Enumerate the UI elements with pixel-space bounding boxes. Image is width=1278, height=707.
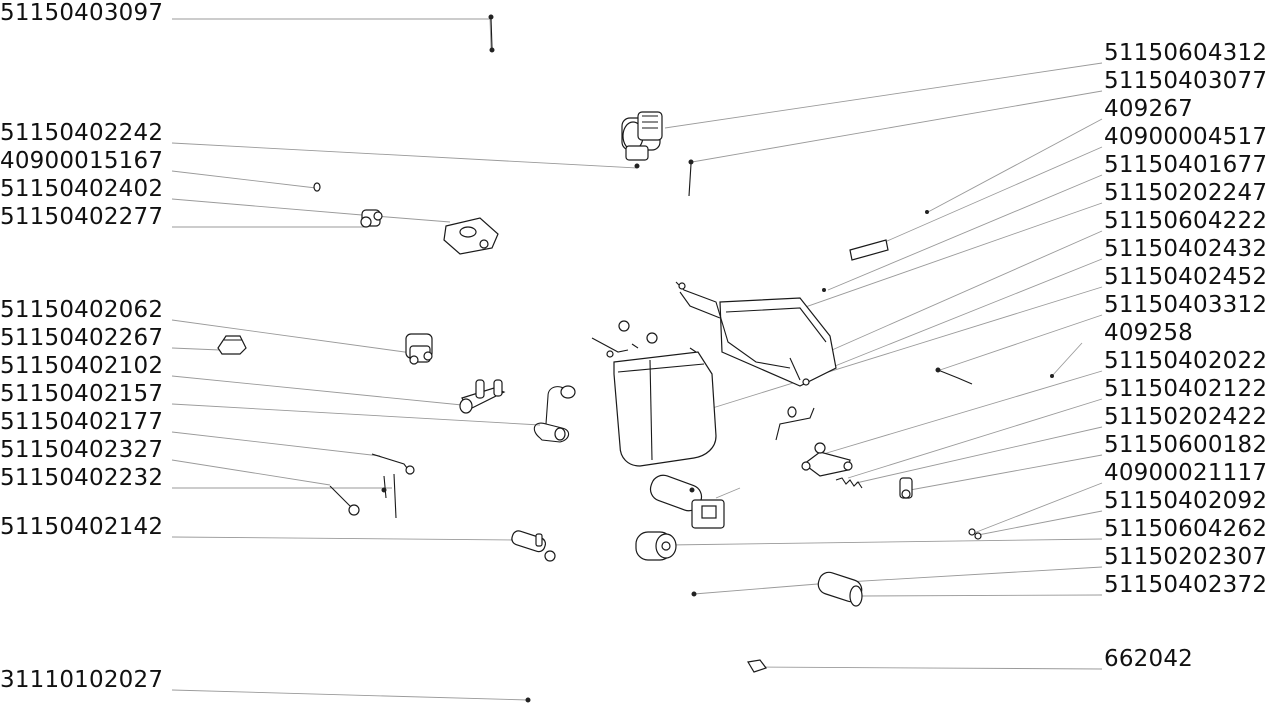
part-o-ring-small bbox=[313, 182, 321, 192]
part-valve-assembly bbox=[405, 333, 433, 365]
part-number-label: 51150202247 bbox=[1104, 180, 1268, 206]
part-number-label: 51150202307 bbox=[1104, 544, 1268, 570]
part-wire-harness bbox=[935, 367, 973, 385]
part-number-label: 51150402102 bbox=[0, 353, 164, 379]
part-number-label: 51150402062 bbox=[0, 297, 164, 323]
leader-lines-left bbox=[171, 18, 638, 701]
part-number-label: 51150402432 bbox=[1104, 236, 1268, 262]
part-hose-connector bbox=[591, 320, 697, 358]
part-number-label: 51150402452 bbox=[1104, 264, 1268, 290]
part-number-label: 51150202422 bbox=[1104, 404, 1268, 430]
part-number-label: 409267 bbox=[1104, 96, 1193, 122]
part-nozzle bbox=[747, 659, 767, 673]
part-screw-small bbox=[691, 591, 697, 597]
part-number-label: 51150402122 bbox=[1104, 376, 1268, 402]
part-ignition-rod bbox=[688, 159, 694, 197]
part-heater-cylinder bbox=[649, 474, 725, 529]
part-boiler bbox=[613, 351, 717, 467]
part-number-label: 409258 bbox=[1104, 320, 1193, 346]
part-manifold bbox=[801, 442, 853, 477]
part-pipe-elbow bbox=[511, 530, 556, 562]
part-number-label: 51150402157 bbox=[0, 381, 164, 407]
part-number-label: 40900004517 bbox=[1104, 124, 1268, 150]
part-pipe-u bbox=[533, 385, 576, 443]
part-number-label: 40900021117 bbox=[1104, 460, 1268, 486]
part-number-label: 51150402142 bbox=[0, 514, 164, 540]
part-number-label: 51150402327 bbox=[0, 437, 164, 463]
part-number-label: 51150604312 bbox=[1104, 40, 1268, 66]
part-water-tank bbox=[675, 281, 837, 387]
part-number-label: 51150402232 bbox=[0, 465, 164, 491]
part-number-label: 51150600182 bbox=[1104, 432, 1268, 458]
part-number-label: 31110102027 bbox=[0, 667, 164, 693]
part-fitting bbox=[899, 477, 913, 499]
part-motor-cylinder bbox=[635, 531, 677, 561]
part-number-label: 51150402402 bbox=[0, 176, 164, 202]
part-number-label: 51150403312 bbox=[1104, 292, 1268, 318]
part-number-label: 51150402267 bbox=[0, 325, 164, 351]
part-filter-cylinder bbox=[817, 571, 863, 607]
part-number-label: 51150402177 bbox=[0, 409, 164, 435]
part-number-label: 51150604222 bbox=[1104, 208, 1268, 234]
part-pipe-hook bbox=[775, 406, 815, 441]
part-number-label: 51150402242 bbox=[0, 120, 164, 146]
part-number-label: 51150402092 bbox=[1104, 488, 1268, 514]
part-valve-small bbox=[360, 209, 383, 228]
part-electrode-top bbox=[488, 14, 495, 53]
part-number-label: 51150401677 bbox=[1104, 152, 1268, 178]
part-pipe-t bbox=[459, 379, 506, 414]
part-bracket bbox=[849, 239, 889, 261]
part-bottom-screw bbox=[525, 697, 531, 703]
part-pump-motor bbox=[621, 111, 663, 169]
part-sensor-b bbox=[381, 473, 397, 519]
part-number-label: 51150403097 bbox=[0, 0, 164, 26]
part-number-label: 51150604262 bbox=[1104, 516, 1268, 542]
part-o-rings bbox=[968, 528, 982, 540]
part-clamp-block bbox=[443, 217, 499, 255]
part-number-label: 662042 bbox=[1104, 646, 1193, 672]
leader-lines-right bbox=[664, 62, 1103, 670]
part-cap bbox=[217, 335, 247, 355]
part-number-label: 51150403077 bbox=[1104, 68, 1268, 94]
part-small-pin bbox=[822, 210, 1054, 378]
part-number-label: 51150402372 bbox=[1104, 572, 1268, 598]
part-number-label: 40900015167 bbox=[0, 148, 164, 174]
part-spring bbox=[835, 477, 863, 489]
part-sensor-a bbox=[329, 485, 360, 516]
part-number-label: 51150402277 bbox=[0, 204, 164, 230]
part-pipe-bent-a bbox=[371, 453, 415, 475]
part-number-label: 51150402022 bbox=[1104, 348, 1268, 374]
